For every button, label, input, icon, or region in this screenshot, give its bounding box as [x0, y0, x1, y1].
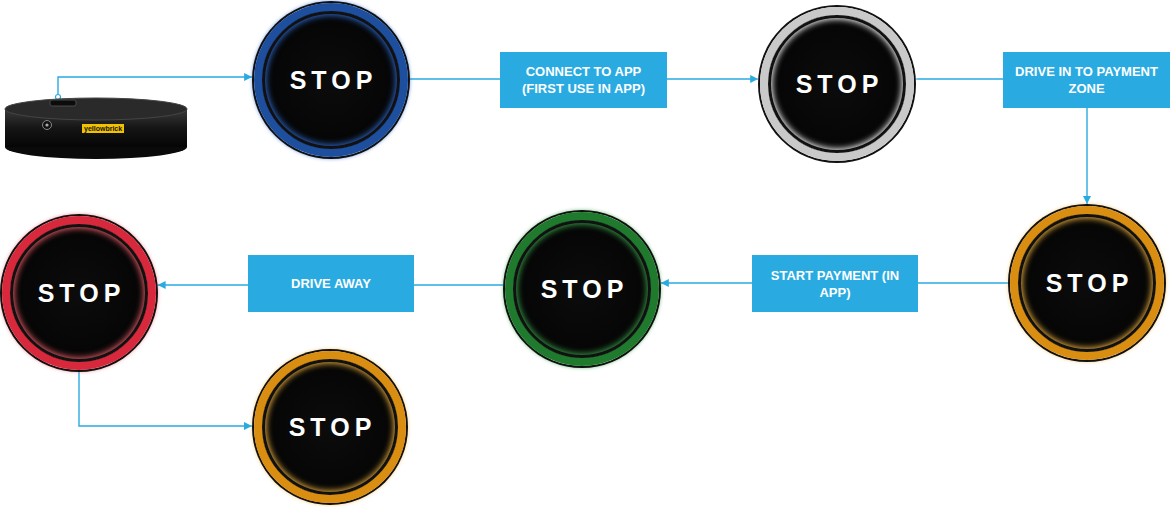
- step-label: DRIVE IN TO PAYMENT ZONE: [1003, 52, 1170, 108]
- step-label: CONNECT TO APP (FIRST USE IN APP): [500, 52, 667, 108]
- status-light-node: STOP: [760, 7, 914, 161]
- flow-arrow: [58, 77, 252, 97]
- device-node: yellowbrick: [2, 95, 190, 163]
- stop-text: STOP: [536, 275, 629, 304]
- status-light-node: STOP: [254, 351, 406, 503]
- stop-text: STOP: [285, 66, 378, 95]
- step-label: START PAYMENT (IN APP): [752, 255, 918, 312]
- stop-text: STOP: [284, 413, 377, 442]
- status-light-node: STOP: [1010, 206, 1164, 360]
- step-label: DRIVE AWAY: [248, 255, 414, 312]
- brand-logo: yellowbrick: [82, 124, 124, 133]
- status-light-node: STOP: [2, 216, 156, 370]
- stop-text: STOP: [33, 279, 126, 308]
- status-light-node: STOP: [505, 212, 659, 366]
- stop-text: STOP: [1041, 269, 1134, 298]
- stop-text: STOP: [791, 70, 884, 99]
- status-light-node: STOP: [254, 3, 408, 157]
